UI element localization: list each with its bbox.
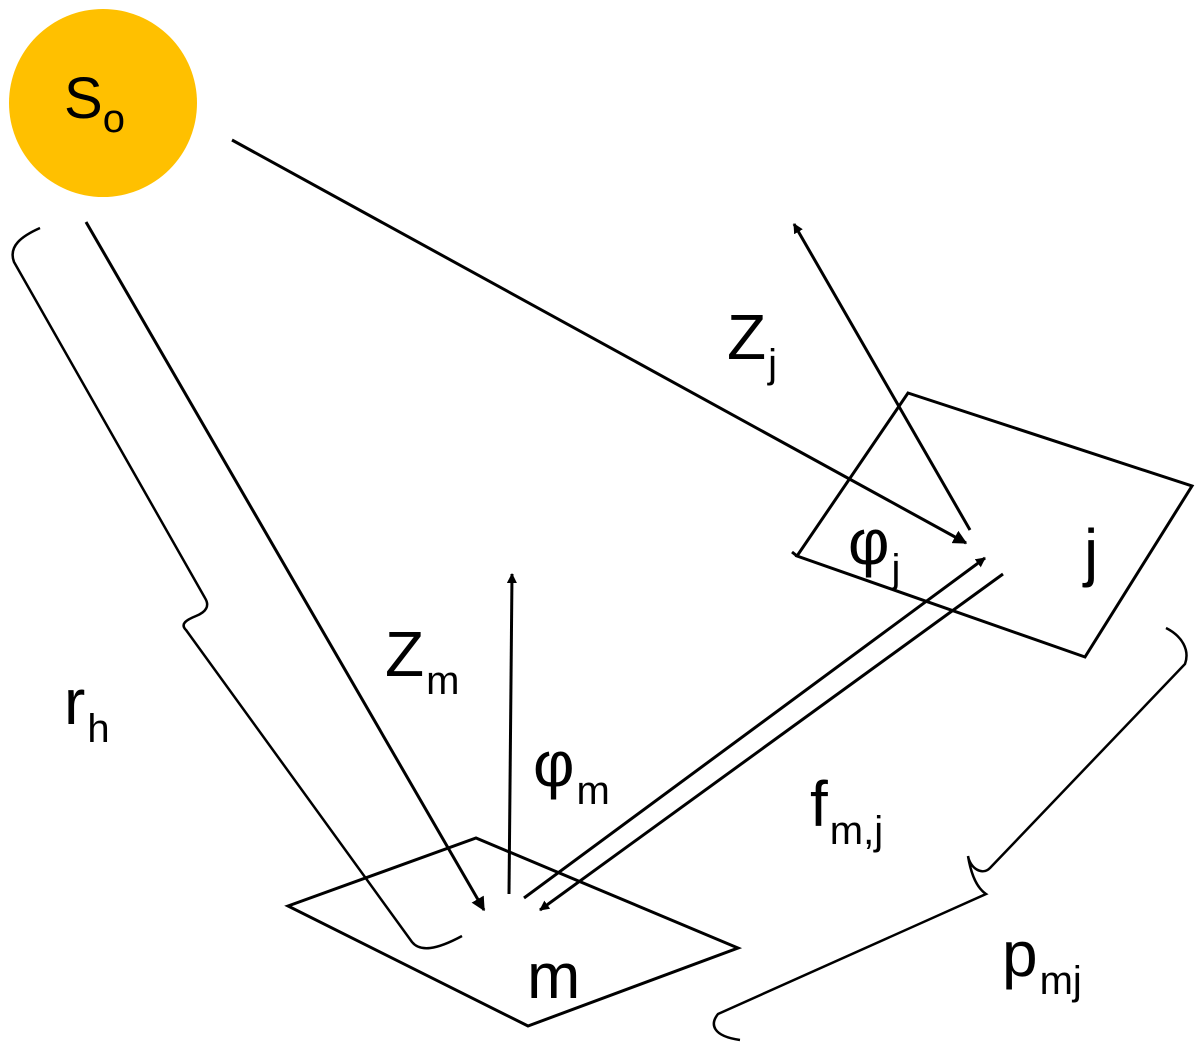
label-r-h-sub: h — [87, 707, 110, 751]
label-z-j-main: Z — [727, 301, 767, 373]
label-p-mj-main: p — [1002, 918, 1038, 990]
label-z-m-sub: m — [426, 659, 460, 703]
normal-z-j — [792, 223, 972, 531]
sun-ray-to-j — [231, 138, 968, 545]
label-f-mj-main: f — [810, 768, 828, 840]
label-z-j: Zj — [727, 305, 777, 384]
label-f-mj-sub: m,j — [829, 809, 884, 853]
label-j: j — [1084, 520, 1098, 584]
flux-m-to-j — [523, 556, 986, 900]
label-phi-j-main: φ — [848, 506, 890, 578]
label-z-m: Zm — [385, 622, 459, 701]
sun-ray-to-m — [84, 221, 486, 912]
sun-label: So — [64, 70, 125, 140]
label-j-main: j — [1084, 516, 1099, 588]
brace-p-mj — [712, 626, 1188, 1042]
brace-r-h — [11, 226, 463, 950]
sun-label-sub: o — [102, 97, 125, 141]
label-phi-m-sub: m — [576, 769, 610, 813]
label-z-j-sub: j — [768, 342, 777, 386]
sun-circle — [9, 9, 197, 197]
label-z-m-main: Z — [385, 618, 425, 690]
label-r-h-main: r — [64, 666, 86, 738]
label-m-main: m — [527, 940, 581, 1012]
sun-label-main: S — [64, 66, 103, 131]
label-f-mj: fm,j — [810, 772, 883, 851]
flux-j-to-m — [539, 572, 1004, 912]
label-phi-j: φj — [848, 510, 900, 589]
label-m: m — [527, 944, 580, 1008]
label-p-mj: pmj — [1002, 922, 1082, 1001]
label-phi-m: φm — [533, 732, 610, 811]
normal-z-m — [506, 573, 517, 895]
label-phi-j-sub: j — [891, 547, 901, 591]
surface-m — [284, 836, 743, 1028]
surface-j — [794, 391, 1195, 659]
label-p-mj-sub: mj — [1039, 959, 1082, 1003]
label-r-h: rh — [64, 670, 110, 749]
label-phi-m-main: φ — [533, 728, 575, 800]
